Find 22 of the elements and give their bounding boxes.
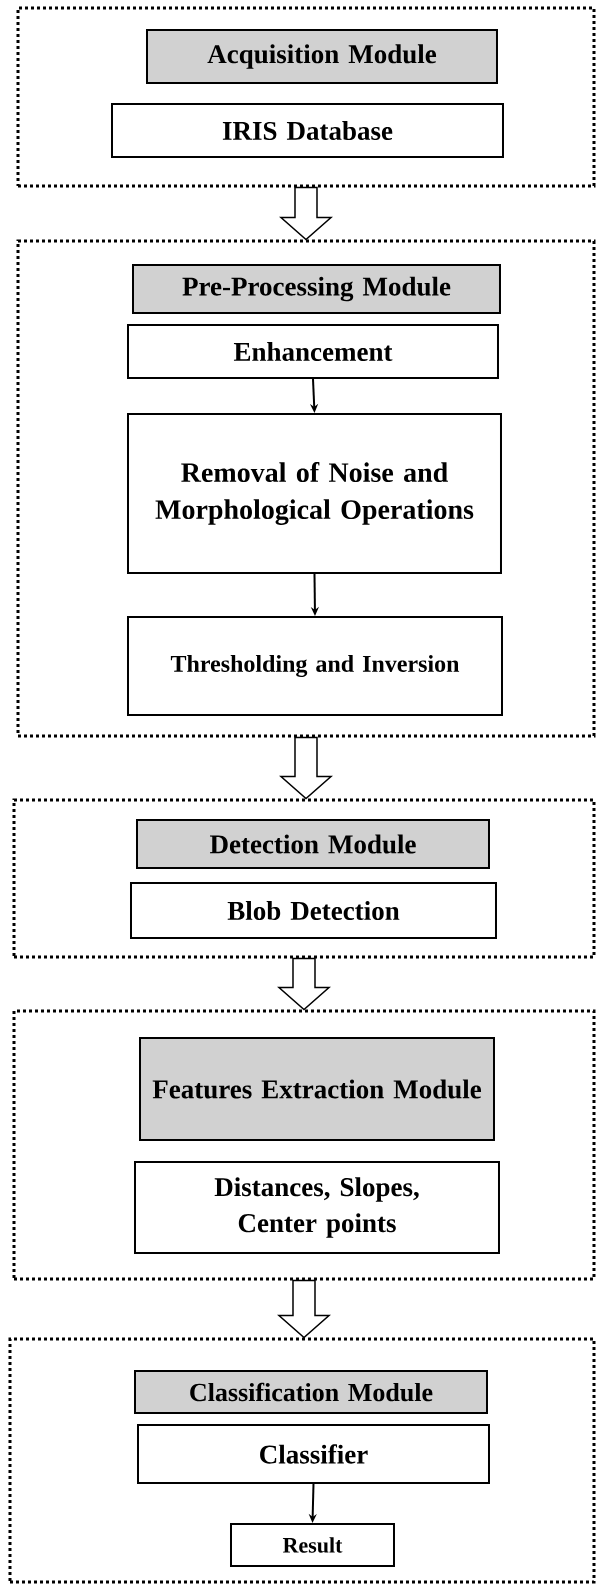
- module-title-box: Features Extraction Module: [139, 1037, 495, 1141]
- module-frame: [12, 798, 596, 959]
- module-title-box: Detection Module: [136, 819, 490, 869]
- process-box: Blob Detection: [130, 882, 497, 939]
- block-arrow: [277, 1279, 331, 1339]
- module-frame: [12, 1009, 596, 1281]
- module-frame: [8, 1337, 596, 1584]
- module-title-box: Pre-Processing Module: [132, 264, 501, 314]
- module-title-box: Classification Module: [134, 1370, 488, 1414]
- process-box: Distances, Slopes, Center points: [134, 1161, 500, 1254]
- process-box: IRIS Database: [111, 103, 504, 158]
- process-box: Result: [230, 1523, 395, 1567]
- process-box: Classifier: [137, 1424, 490, 1484]
- block-arrow: [279, 186, 333, 241]
- process-box: Thresholding and Inversion: [127, 616, 503, 716]
- block-arrow: [279, 736, 333, 800]
- module-frame: [16, 6, 596, 188]
- block-arrow: [277, 957, 331, 1011]
- module-title-box: Acquisition Module: [146, 29, 498, 84]
- module-frame: [16, 239, 596, 738]
- process-box: Enhancement: [127, 324, 499, 379]
- process-box: Removal of Noise and Morphological Operations: [127, 413, 502, 574]
